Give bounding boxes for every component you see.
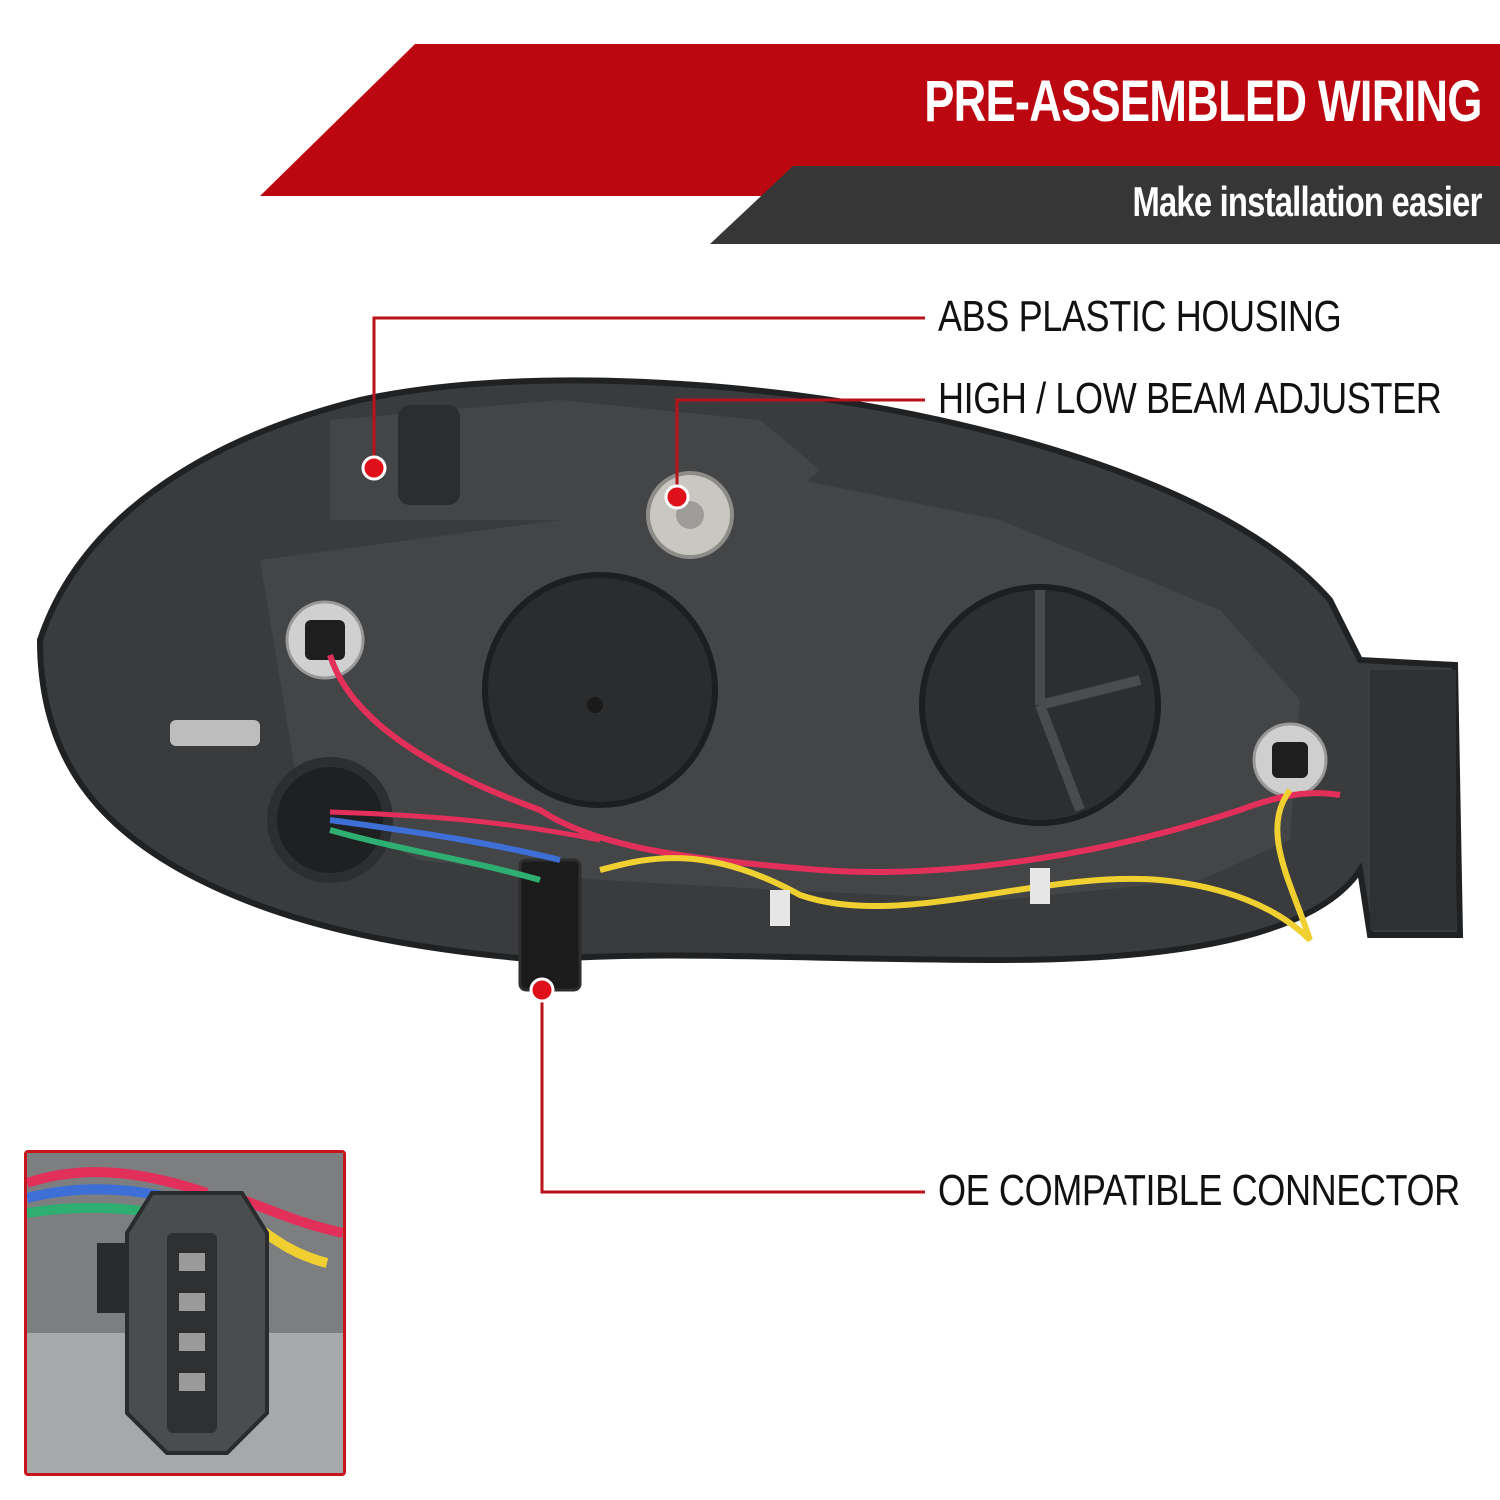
cap-ribs <box>1035 590 1142 812</box>
wire-clip <box>770 890 790 926</box>
callout-dot-connector <box>529 977 555 1003</box>
socket-plug-left <box>305 620 345 660</box>
dust-cap-low-beam <box>482 572 718 808</box>
socket-plug-right <box>1272 742 1308 778</box>
right-mounting-tab <box>1370 670 1456 930</box>
connector-closeup <box>27 1153 343 1473</box>
wire-clip <box>1030 868 1050 904</box>
callout-label-adjuster: HIGH / LOW BEAM ADJUSTER <box>938 374 1442 423</box>
wire-red <box>327 654 1341 875</box>
adjuster-screw <box>676 501 704 529</box>
dust-cap-center <box>587 697 603 713</box>
subtitle-banner <box>710 166 1500 244</box>
wire-pink <box>329 809 601 843</box>
wire-yellow <box>599 788 1313 943</box>
callout-line-connector <box>540 990 925 1194</box>
callout-dot-housing <box>361 455 387 481</box>
leveling-pin <box>170 720 260 746</box>
callout-line-adjuster <box>675 398 925 497</box>
mounting-bracket <box>398 405 460 505</box>
callout-dot-adjuster <box>664 484 690 510</box>
callout-label-housing: ABS PLASTIC HOUSING <box>938 292 1342 341</box>
callout-label-connector: OE COMPATIBLE CONNECTOR <box>938 1166 1460 1215</box>
banner-subtitle: Make installation easier <box>1132 178 1483 225</box>
banner-title: PRE-ASSEMBLED WIRING <box>924 69 1483 134</box>
connector-closeup-inset <box>24 1150 346 1476</box>
wire-blue <box>329 817 561 863</box>
callout-line-housing <box>372 316 925 468</box>
title-banner <box>260 44 1500 196</box>
wire-green <box>329 827 541 883</box>
